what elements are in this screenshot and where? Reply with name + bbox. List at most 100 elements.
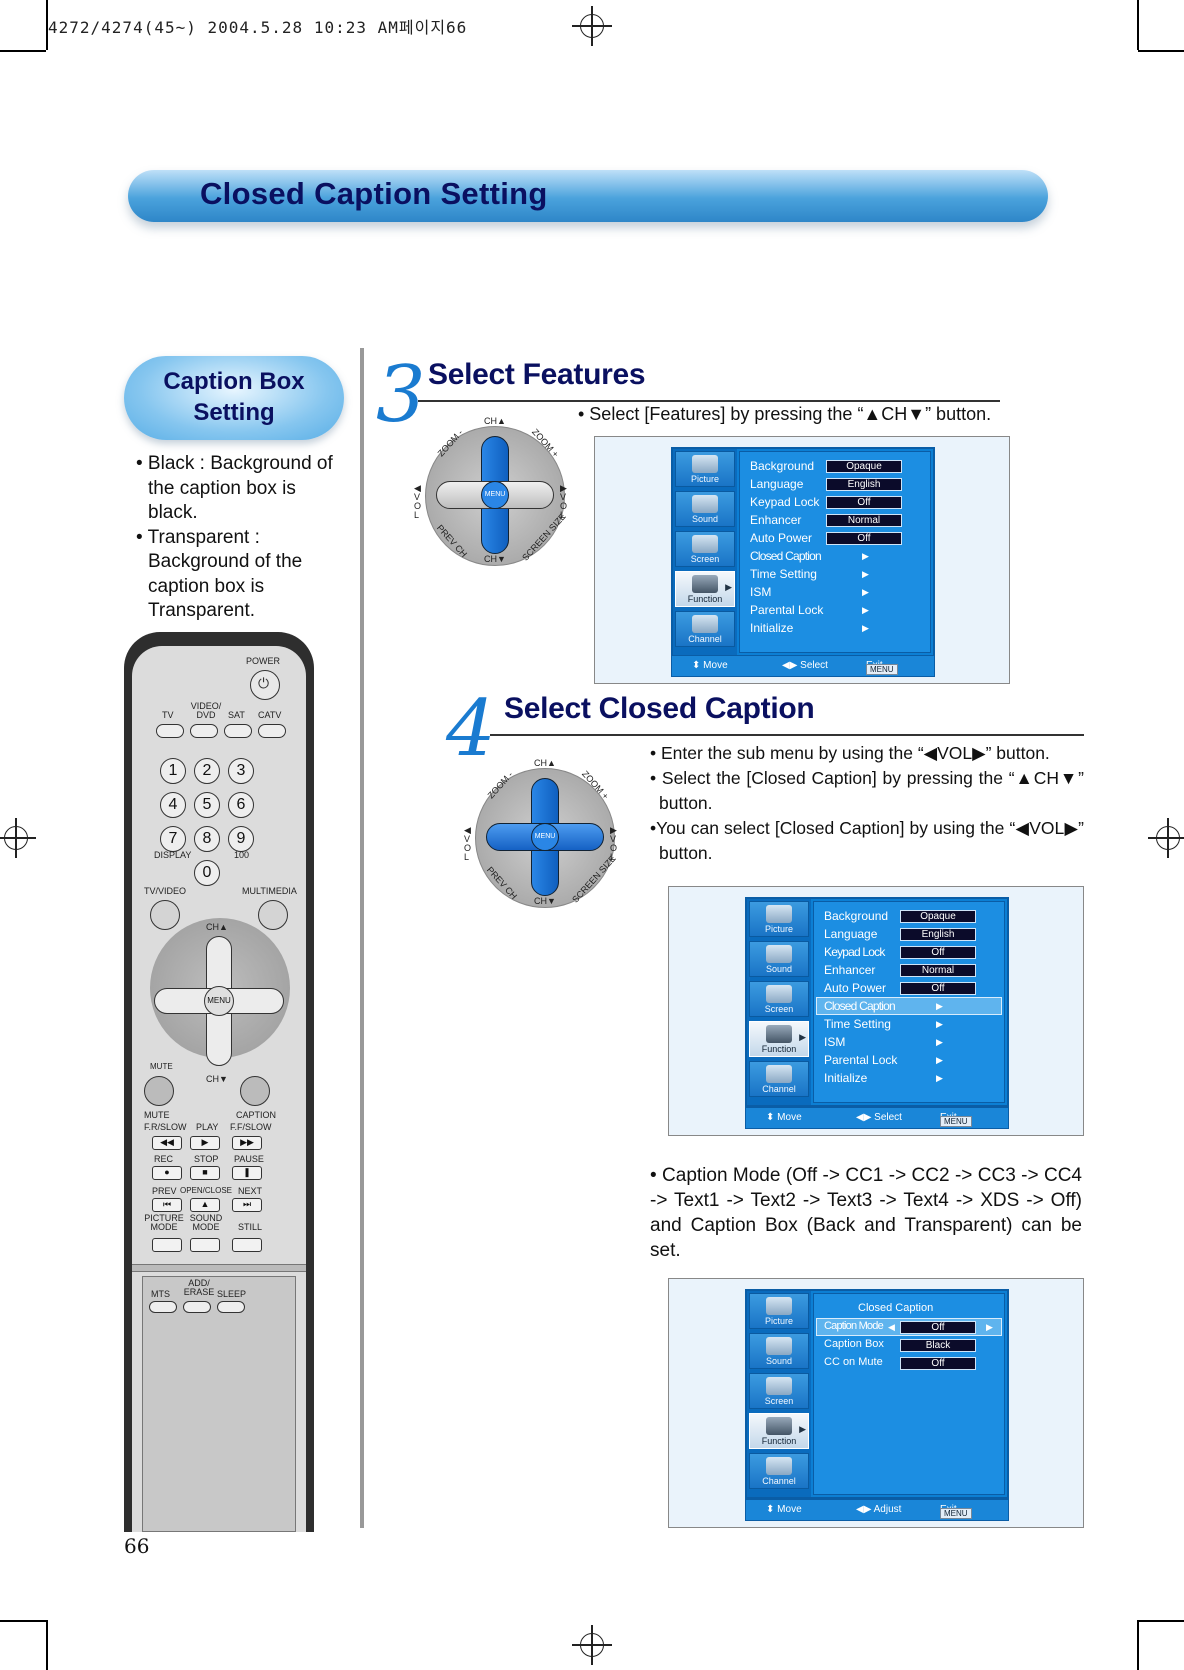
pause-button[interactable]: ❚ [232, 1166, 262, 1180]
tv-button[interactable] [156, 724, 184, 738]
tab-function[interactable]: Function▶ [749, 1021, 809, 1057]
menu-value[interactable]: Off [900, 1321, 976, 1334]
menu-item-enhancer[interactable]: Enhancer [824, 963, 876, 977]
menu-value[interactable]: Off [900, 982, 976, 995]
number-6-button[interactable]: 6 [228, 792, 254, 818]
number-4-button[interactable]: 4 [160, 792, 186, 818]
menu-item-parental-lock[interactable]: Parental Lock [824, 1053, 898, 1067]
tab-picture[interactable]: Picture [675, 451, 735, 487]
sound-mode-button[interactable] [190, 1238, 220, 1252]
play-button[interactable]: ▶ [190, 1136, 220, 1150]
tab-label: Screen [764, 1396, 794, 1406]
tab-channel[interactable]: Channel [675, 611, 735, 647]
catv-button[interactable] [258, 724, 286, 738]
menu-item-auto-power[interactable]: Auto Power [750, 531, 813, 545]
menu-item-background[interactable]: Background [824, 909, 889, 923]
tab-screen[interactable]: Screen [675, 531, 735, 567]
tab-sound[interactable]: Sound [675, 491, 735, 527]
video-dvd-button[interactable] [190, 724, 218, 738]
rewind-button[interactable]: ◀◀ [152, 1136, 182, 1150]
menu-item-auto-power[interactable]: Auto Power [824, 981, 887, 995]
menu-item-ism[interactable]: ISM [824, 1035, 846, 1049]
sleep-button[interactable] [217, 1301, 245, 1313]
registration-mark-icon [0, 818, 36, 858]
tab-sound[interactable]: Sound [749, 1333, 809, 1369]
tv-video-button[interactable] [150, 900, 180, 930]
menu-value[interactable]: English [900, 928, 976, 941]
tab-channel[interactable]: Channel [749, 1453, 809, 1489]
menu-item-caption-mode[interactable]: Caption Mode [824, 1320, 884, 1332]
fast-forward-button[interactable]: ▶▶ [232, 1136, 262, 1150]
mts-button[interactable] [149, 1301, 177, 1313]
number-8-button[interactable]: 8 [194, 826, 220, 852]
remote-menu-button[interactable]: MENU [204, 986, 234, 1016]
number-0-button[interactable]: 0 [194, 860, 220, 886]
number-3-button[interactable]: 3 [228, 758, 254, 784]
menu-value[interactable]: Off [900, 946, 976, 959]
menu-item-background[interactable]: Background [750, 459, 815, 473]
power-button[interactable]: ⏻ [250, 670, 280, 700]
menu-item-time-setting[interactable]: Time Setting [824, 1017, 891, 1031]
caption-mode-note: • Caption Mode (Off -> CC1 -> CC2 -> CC3… [650, 1165, 1082, 1261]
menu-value[interactable]: Normal [900, 964, 976, 977]
tab-function[interactable]: Function▶ [675, 571, 735, 607]
menu-item-enhancer[interactable]: Enhancer [750, 513, 802, 527]
hundred-label: 100 [234, 850, 250, 860]
open-close-button[interactable]: ▲ [190, 1198, 220, 1212]
menu-value[interactable]: English [826, 478, 902, 491]
picture-tab-icon [766, 1297, 792, 1315]
add-erase-button[interactable] [183, 1301, 211, 1313]
tab-picture[interactable]: Picture [749, 1293, 809, 1329]
menu-item-closed-caption[interactable]: Closed Caption [750, 549, 822, 563]
menu-item-keypad-lock[interactable]: Keypad Lock [824, 945, 885, 959]
menu-value[interactable]: Off [826, 496, 902, 509]
menu-item-language[interactable]: Language [750, 477, 804, 491]
direction-pad-diagram: MENU CH▲ CH▼ ZOOM - ZOOM + ◀VOL ▶VOL PRE… [464, 756, 620, 908]
status-select-label: Select [874, 1112, 902, 1123]
menu-value[interactable]: Black [900, 1339, 976, 1352]
menu-item-caption-box[interactable]: Caption Box [824, 1338, 884, 1350]
menu-item-initialize[interactable]: Initialize [750, 621, 794, 635]
still-button[interactable] [232, 1238, 262, 1252]
tab-function[interactable]: Function▶ [749, 1413, 809, 1449]
menu-value[interactable]: Off [826, 532, 902, 545]
tab-picture[interactable]: Picture [749, 901, 809, 937]
menu-item-initialize[interactable]: Initialize [824, 1071, 868, 1085]
next-button[interactable]: ⏭ [232, 1198, 262, 1212]
stop-button[interactable]: ■ [190, 1166, 220, 1180]
menu-item-cc-on-mute[interactable]: CC on Mute [824, 1356, 883, 1368]
menu-item-closed-caption[interactable]: Closed Caption [824, 999, 896, 1013]
number-9-button[interactable]: 9 [228, 826, 254, 852]
menu-item-keypad-lock[interactable]: Keypad Lock [750, 495, 820, 509]
tab-channel[interactable]: Channel [749, 1061, 809, 1097]
menu-item-time-setting[interactable]: Time Setting [750, 567, 817, 581]
mute-button[interactable] [144, 1076, 174, 1106]
menu-value[interactable]: Opaque [900, 910, 976, 923]
sat-button[interactable] [224, 724, 252, 738]
menu-item-language[interactable]: Language [824, 927, 878, 941]
number-7-button[interactable]: 7 [160, 826, 186, 852]
menu-value[interactable]: Opaque [826, 460, 902, 473]
number-1-button[interactable]: 1 [160, 758, 186, 784]
sidebar-title-pill [124, 356, 344, 440]
tab-sound[interactable]: Sound [749, 941, 809, 977]
screen-tab-icon [766, 985, 792, 1003]
tab-screen[interactable]: Screen [749, 981, 809, 1017]
sound-tab-icon [692, 495, 718, 513]
tab-screen[interactable]: Screen [749, 1373, 809, 1409]
picture-mode-button[interactable] [152, 1238, 182, 1252]
status-select: ◀▶ Select [856, 1112, 902, 1123]
menu-value[interactable]: Off [900, 1357, 976, 1370]
number-5-button[interactable]: 5 [194, 792, 220, 818]
submenu-title: Closed Caption [858, 1302, 934, 1314]
menu-item-parental-lock[interactable]: Parental Lock [750, 603, 824, 617]
rec-button[interactable]: ● [152, 1166, 182, 1180]
crop-mark [0, 1620, 46, 1622]
ch-down-label: CH▼ [484, 554, 506, 564]
number-2-button[interactable]: 2 [194, 758, 220, 784]
caption-button[interactable] [240, 1076, 270, 1106]
multimedia-button[interactable] [258, 900, 288, 930]
menu-value[interactable]: Normal [826, 514, 902, 527]
prev-button[interactable]: ⏮ [152, 1198, 182, 1212]
menu-item-ism[interactable]: ISM [750, 585, 772, 599]
